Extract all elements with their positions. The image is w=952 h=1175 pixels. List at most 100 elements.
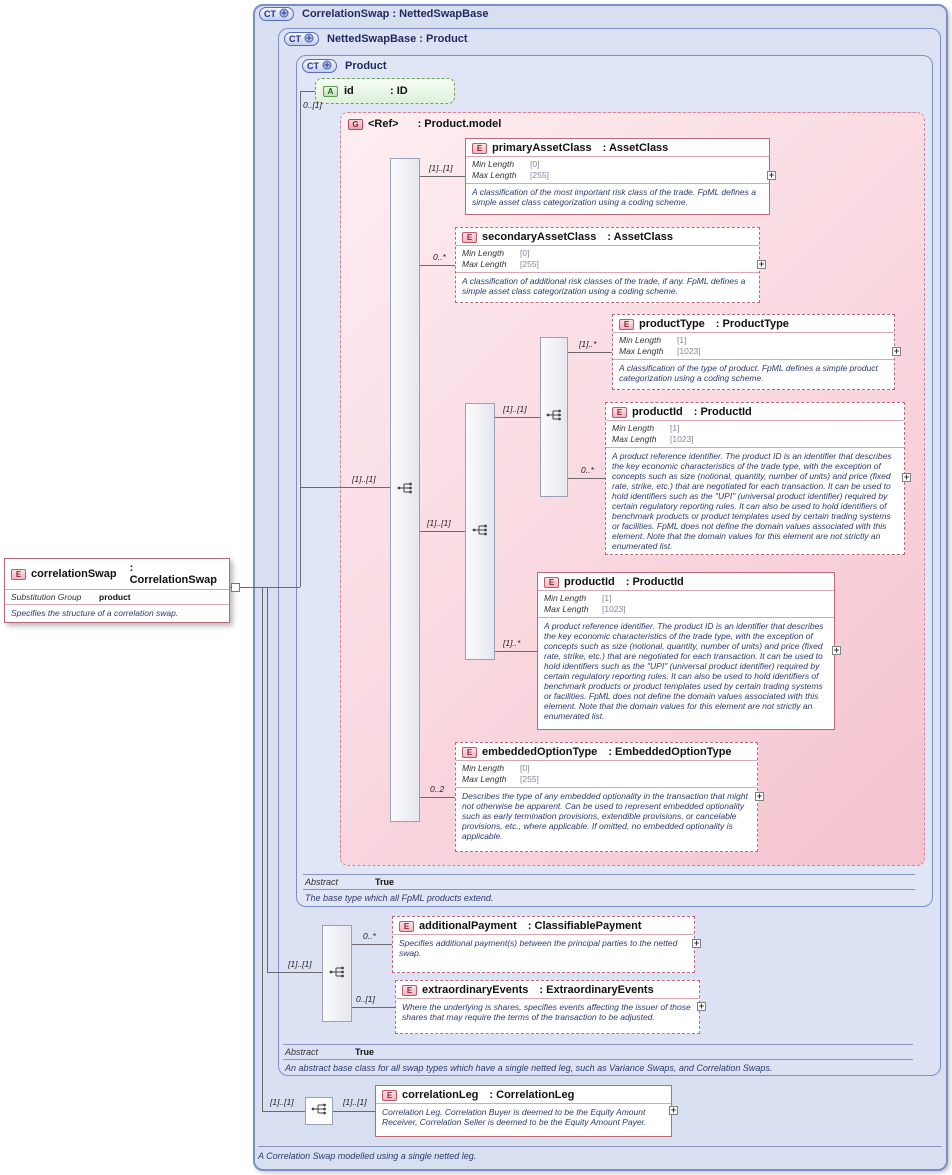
- expand-icon[interactable]: +: [692, 938, 701, 948]
- attribute-name: id: [344, 85, 354, 97]
- sequence-compositor[interactable]: [465, 403, 495, 660]
- elem-additionalPayment[interactable]: E additionalPayment : ClassifiablePaymen…: [392, 916, 695, 973]
- elem-primaryAssetClass[interactable]: E primaryAssetClass : AssetClass Min Len…: [465, 138, 770, 215]
- sequence-compositor[interactable]: [305, 1097, 333, 1125]
- complextype-badge-label: CT: [264, 9, 276, 19]
- product-abstract-section: Abstract True The base type which all Fp…: [303, 874, 915, 903]
- complextype-badge-label: CT: [289, 34, 301, 44]
- element-badge: E: [619, 318, 634, 330]
- element-name: correlationSwap: [31, 568, 117, 580]
- connector-line: [267, 972, 322, 973]
- facet-row: Min Length[0]: [462, 248, 753, 259]
- cardinality-label: [1]..[1]: [288, 959, 312, 969]
- elem-secondaryAssetClass[interactable]: E secondaryAssetClass : AssetClass Min L…: [455, 227, 760, 303]
- connector-line: [420, 797, 455, 798]
- attribute-id[interactable]: A id : ID: [315, 78, 455, 104]
- element-facets: Min Length[0] Max Length[255]: [466, 157, 769, 185]
- element-badge: E: [612, 406, 627, 418]
- facet-row: Max Length[255]: [472, 170, 763, 181]
- facet-label: Max Length: [462, 773, 507, 784]
- sequence-icon: [329, 965, 345, 983]
- facet-label: Max Length: [544, 603, 589, 614]
- element-description: Specifies additional payment(s) between …: [399, 938, 678, 959]
- connector-line: [352, 944, 392, 945]
- connector-line: [420, 531, 465, 532]
- element-name: extraordinaryEvents: [422, 984, 529, 996]
- elem-correlationLeg[interactable]: E correlationLeg : CorrelationLeg Correl…: [375, 1085, 672, 1137]
- element-type: : AssetClass: [607, 231, 673, 243]
- abstract-row: Abstract True: [283, 1044, 913, 1060]
- root-element-correlationswap[interactable]: E correlationSwap : CorrelationSwap Subs…: [4, 558, 230, 623]
- connector-line: [333, 1111, 375, 1112]
- element-header: E productId : ProductId: [606, 403, 904, 421]
- element-facets: Min Length[0] Max Length[255]: [456, 246, 759, 274]
- expand-icon[interactable]: +: [832, 645, 841, 655]
- element-header: E embeddedOptionType : EmbeddedOptionTyp…: [456, 743, 757, 761]
- expand-icon[interactable]: +: [902, 472, 911, 482]
- sequence-compositor[interactable]: [322, 925, 352, 1022]
- element-facets: Min Length[1] Max Length [1023]: [538, 591, 834, 619]
- connector-line: [568, 352, 612, 353]
- product-type-header[interactable]: CT Product: [302, 59, 387, 73]
- cardinality-label: [1]..[1]: [270, 1097, 294, 1107]
- facet-row: Min Length[1]: [544, 593, 828, 604]
- type-title: Product: [345, 60, 387, 72]
- element-name: additionalPayment: [419, 920, 517, 932]
- expand-icon[interactable]: +: [755, 791, 764, 801]
- element-header: E additionalPayment : ClassifiablePaymen…: [393, 917, 694, 935]
- facet-label: Min Length: [619, 335, 662, 345]
- expand-icon[interactable]: +: [892, 346, 901, 356]
- correlationswap-type-header[interactable]: CT CorrelationSwap : NettedSwapBase: [259, 7, 488, 21]
- abstract-label: Abstract: [285, 1047, 319, 1057]
- facet-row: Min Length[1]: [612, 423, 898, 434]
- complextype-badge: CT: [259, 7, 294, 21]
- element-header: E productType : ProductType: [613, 315, 894, 333]
- sequence-compositor[interactable]: [390, 158, 420, 822]
- nettedswapbase-type-header[interactable]: CT NettedSwapBase : Product: [284, 32, 468, 46]
- element-name: correlationLeg: [402, 1089, 479, 1101]
- connector-line: [300, 91, 315, 92]
- element-type: : ProductId: [693, 406, 752, 418]
- elem-productType[interactable]: E productType : ProductType Min Length[1…: [612, 314, 895, 390]
- elem-productId-optional[interactable]: E productId : ProductId Min Length[1] Ma…: [605, 402, 905, 555]
- connector-line: [352, 1007, 395, 1008]
- sequence-icon: [397, 481, 413, 499]
- connector-handle[interactable]: [231, 583, 240, 592]
- element-badge: E: [11, 568, 26, 580]
- facet-value: [1023]: [670, 433, 694, 444]
- expand-icon[interactable]: +: [669, 1105, 678, 1115]
- elem-productId-required[interactable]: E productId : ProductId Min Length[1] Ma…: [537, 572, 835, 730]
- type-description: The base type which all FpML products ex…: [305, 893, 494, 903]
- element-header: E correlationLeg : CorrelationLeg: [376, 1086, 671, 1104]
- abstract-row: Abstract True: [303, 874, 915, 890]
- elem-embeddedOptionType[interactable]: E embeddedOptionType : EmbeddedOptionTyp…: [455, 742, 758, 852]
- cardinality-label: 0..*: [581, 465, 594, 475]
- element-facets: Min Length[0] Max Length[255]: [456, 761, 757, 789]
- facet-value: [1023]: [602, 603, 626, 614]
- facet-row: Min Length[1]: [619, 335, 888, 346]
- sequence-icon: [546, 408, 562, 426]
- complextype-icon: [322, 60, 332, 72]
- group-type: : Product.model: [417, 118, 502, 130]
- cardinality-label: 0..[1]: [356, 994, 375, 1004]
- element-type: : ProductId: [625, 576, 684, 588]
- complextype-icon: [304, 33, 314, 45]
- facet-value: [1]: [670, 423, 680, 433]
- elem-extraordinaryEvents[interactable]: E extraordinaryEvents : ExtraordinaryEve…: [395, 980, 700, 1034]
- facet-row: Min Length[0]: [472, 159, 763, 170]
- facet-value: [255]: [530, 169, 549, 180]
- facet-label: Min Length: [462, 248, 505, 258]
- sequence-compositor[interactable]: [540, 337, 568, 497]
- expand-icon[interactable]: +: [757, 259, 766, 269]
- complextype-badge: CT: [284, 32, 319, 46]
- element-description: A classification of additional risk clas…: [462, 276, 746, 297]
- facet-value: [1]: [602, 593, 612, 603]
- expand-icon[interactable]: +: [697, 1001, 706, 1011]
- connector-line: [420, 176, 465, 177]
- expand-icon[interactable]: +: [767, 170, 776, 180]
- element-badge: E: [462, 231, 477, 243]
- group-badge: G: [348, 118, 363, 130]
- cardinality-label: [1]..*: [579, 339, 597, 349]
- element-header: E secondaryAssetClass : AssetClass: [456, 228, 759, 246]
